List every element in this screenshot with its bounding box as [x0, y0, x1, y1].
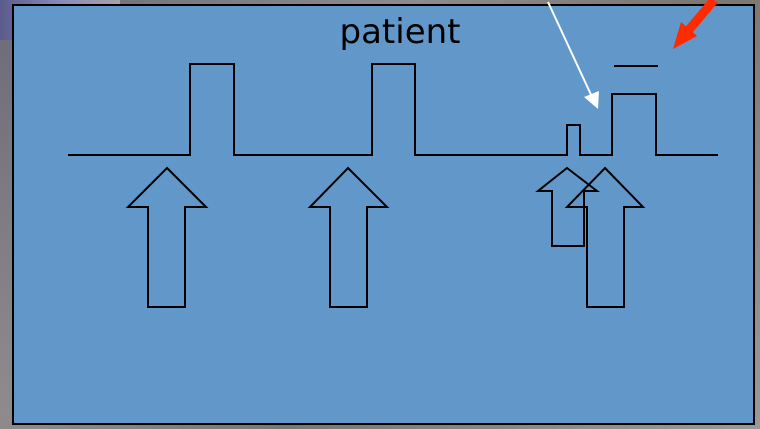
- up-arrow-2: [307, 166, 390, 308]
- diagram-title: patient: [340, 12, 461, 52]
- slide-panel: [12, 4, 755, 425]
- up-arrow-1: [125, 166, 209, 308]
- white-pointer-arrow: [547, 1, 599, 109]
- red-pointer-arrow: [673, 0, 718, 49]
- up-arrow-3: [564, 166, 646, 308]
- up-arrow-small: [535, 166, 600, 247]
- signal-trace: [68, 63, 718, 156]
